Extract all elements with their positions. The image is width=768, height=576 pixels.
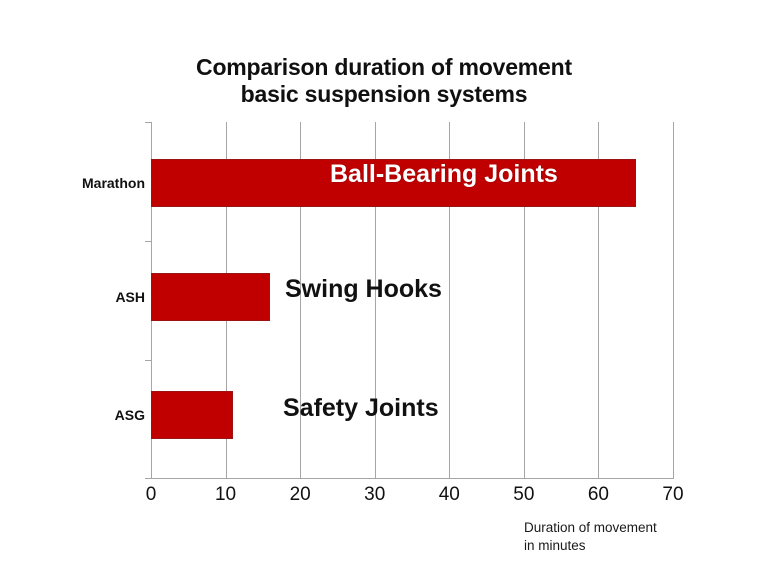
x-axis-tick-labels: 0 10 20 30 40 50 60 70 [0,484,768,510]
x-axis-title: Duration of movement in minutes [524,519,657,555]
x-axis-tick-label: 10 [214,484,237,505]
y-axis-tick [145,122,151,123]
x-axis-title-line-2: in minutes [524,538,586,553]
gridline [673,122,674,479]
bar-marathon [151,159,636,207]
x-axis-tick-label: 70 [662,484,684,505]
x-axis-tick-label: 30 [364,484,386,505]
y-axis-tick [145,360,151,361]
bar-asg [151,391,234,439]
y-axis-label-ash: ASH [115,289,145,305]
bar-label-swing-hooks: Swing Hooks [285,275,442,303]
x-axis-title-line-1: Duration of movement [524,520,657,535]
chart-title: Comparison duration of movement basic su… [0,54,768,108]
gridline [523,122,525,479]
y-axis-label-marathon: Marathon [82,175,145,191]
plot-area [151,122,674,479]
x-axis-tick-label: 40 [438,484,460,505]
x-axis-tick-label: 60 [587,484,609,505]
x-axis-line [151,478,674,479]
bar-label-safety-joints: Safety Joints [283,394,439,422]
gridline [598,122,600,479]
y-axis-tick [145,241,151,242]
y-axis-label-asg: ASG [114,407,145,423]
bar-label-ball-bearing-joints: Ball-Bearing Joints [330,160,558,188]
x-axis-tick-label: 50 [513,484,535,505]
x-axis-tick-label: 0 [145,484,157,505]
y-axis-tick [145,478,151,479]
chart-title-line-1: Comparison duration of movement [196,54,572,80]
gridline [374,122,376,479]
y-axis-category-labels: Marathon ASH ASG [16,122,145,479]
gridline [300,122,302,479]
gridline [449,122,451,479]
chart-title-line-2: basic suspension systems [240,81,528,107]
bar-ash [151,273,271,321]
x-axis-tick-label: 20 [289,484,311,505]
